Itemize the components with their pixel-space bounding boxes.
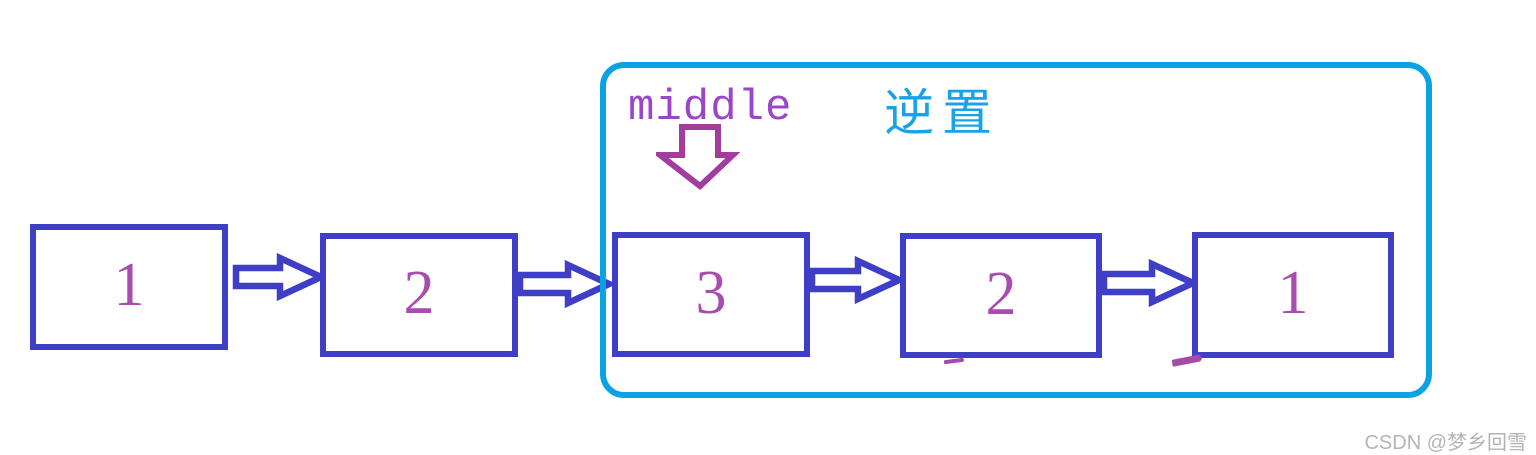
arrow-down-icon [656,124,740,190]
node-value: 1 [113,251,145,319]
arrow-right-icon [232,253,324,301]
arrow-right-icon [1100,259,1196,307]
node-value: 1 [1277,259,1309,327]
middle-pointer-label: middle [628,83,793,133]
list-node-2: 2 [320,233,518,357]
reverse-region-label: 逆置 [884,85,1000,141]
watermark-text: CSDN @梦乡回雪 [1364,432,1527,454]
list-node-5: 1 [1192,232,1394,358]
node-value: 3 [695,258,727,327]
arrow-right-icon [808,256,902,304]
list-node-3: 3 [612,232,810,357]
arrow-right-icon [516,260,612,308]
list-node-4: 2 [900,233,1102,358]
node-value: 2 [985,259,1017,328]
stray-pen-mark [1171,354,1203,367]
list-node-1: 1 [30,224,228,350]
stray-pen-mark [943,357,965,365]
node-value: 2 [403,259,435,327]
